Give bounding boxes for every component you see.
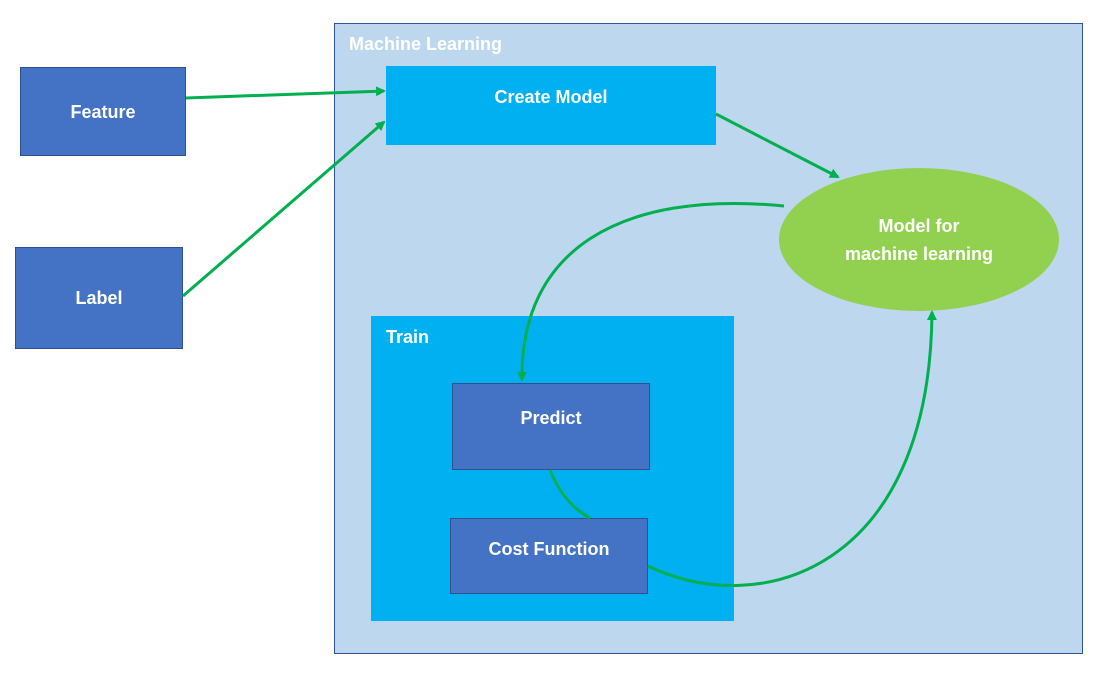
create-model-label: Create Model <box>494 87 608 107</box>
model-label-line2: machine learning <box>844 243 994 264</box>
label-label: Label <box>75 288 123 308</box>
machine-learning-title: Machine Learning <box>349 34 503 54</box>
predict-label: Predict <box>520 408 582 428</box>
feature-node: Feature <box>20 67 186 156</box>
predict-node: Predict <box>452 383 650 470</box>
train-title: Train <box>386 327 430 347</box>
cost-function-label: Cost Function <box>488 539 610 559</box>
model-for-machine-learning-node: Model for machine learning <box>779 168 1059 311</box>
model-label-line1: Model for <box>878 215 960 236</box>
feature-label: Feature <box>70 101 136 122</box>
label-node: Label <box>15 247 183 349</box>
create-model-node: Create Model <box>386 66 716 145</box>
cost-function-node: Cost Function <box>450 518 648 594</box>
